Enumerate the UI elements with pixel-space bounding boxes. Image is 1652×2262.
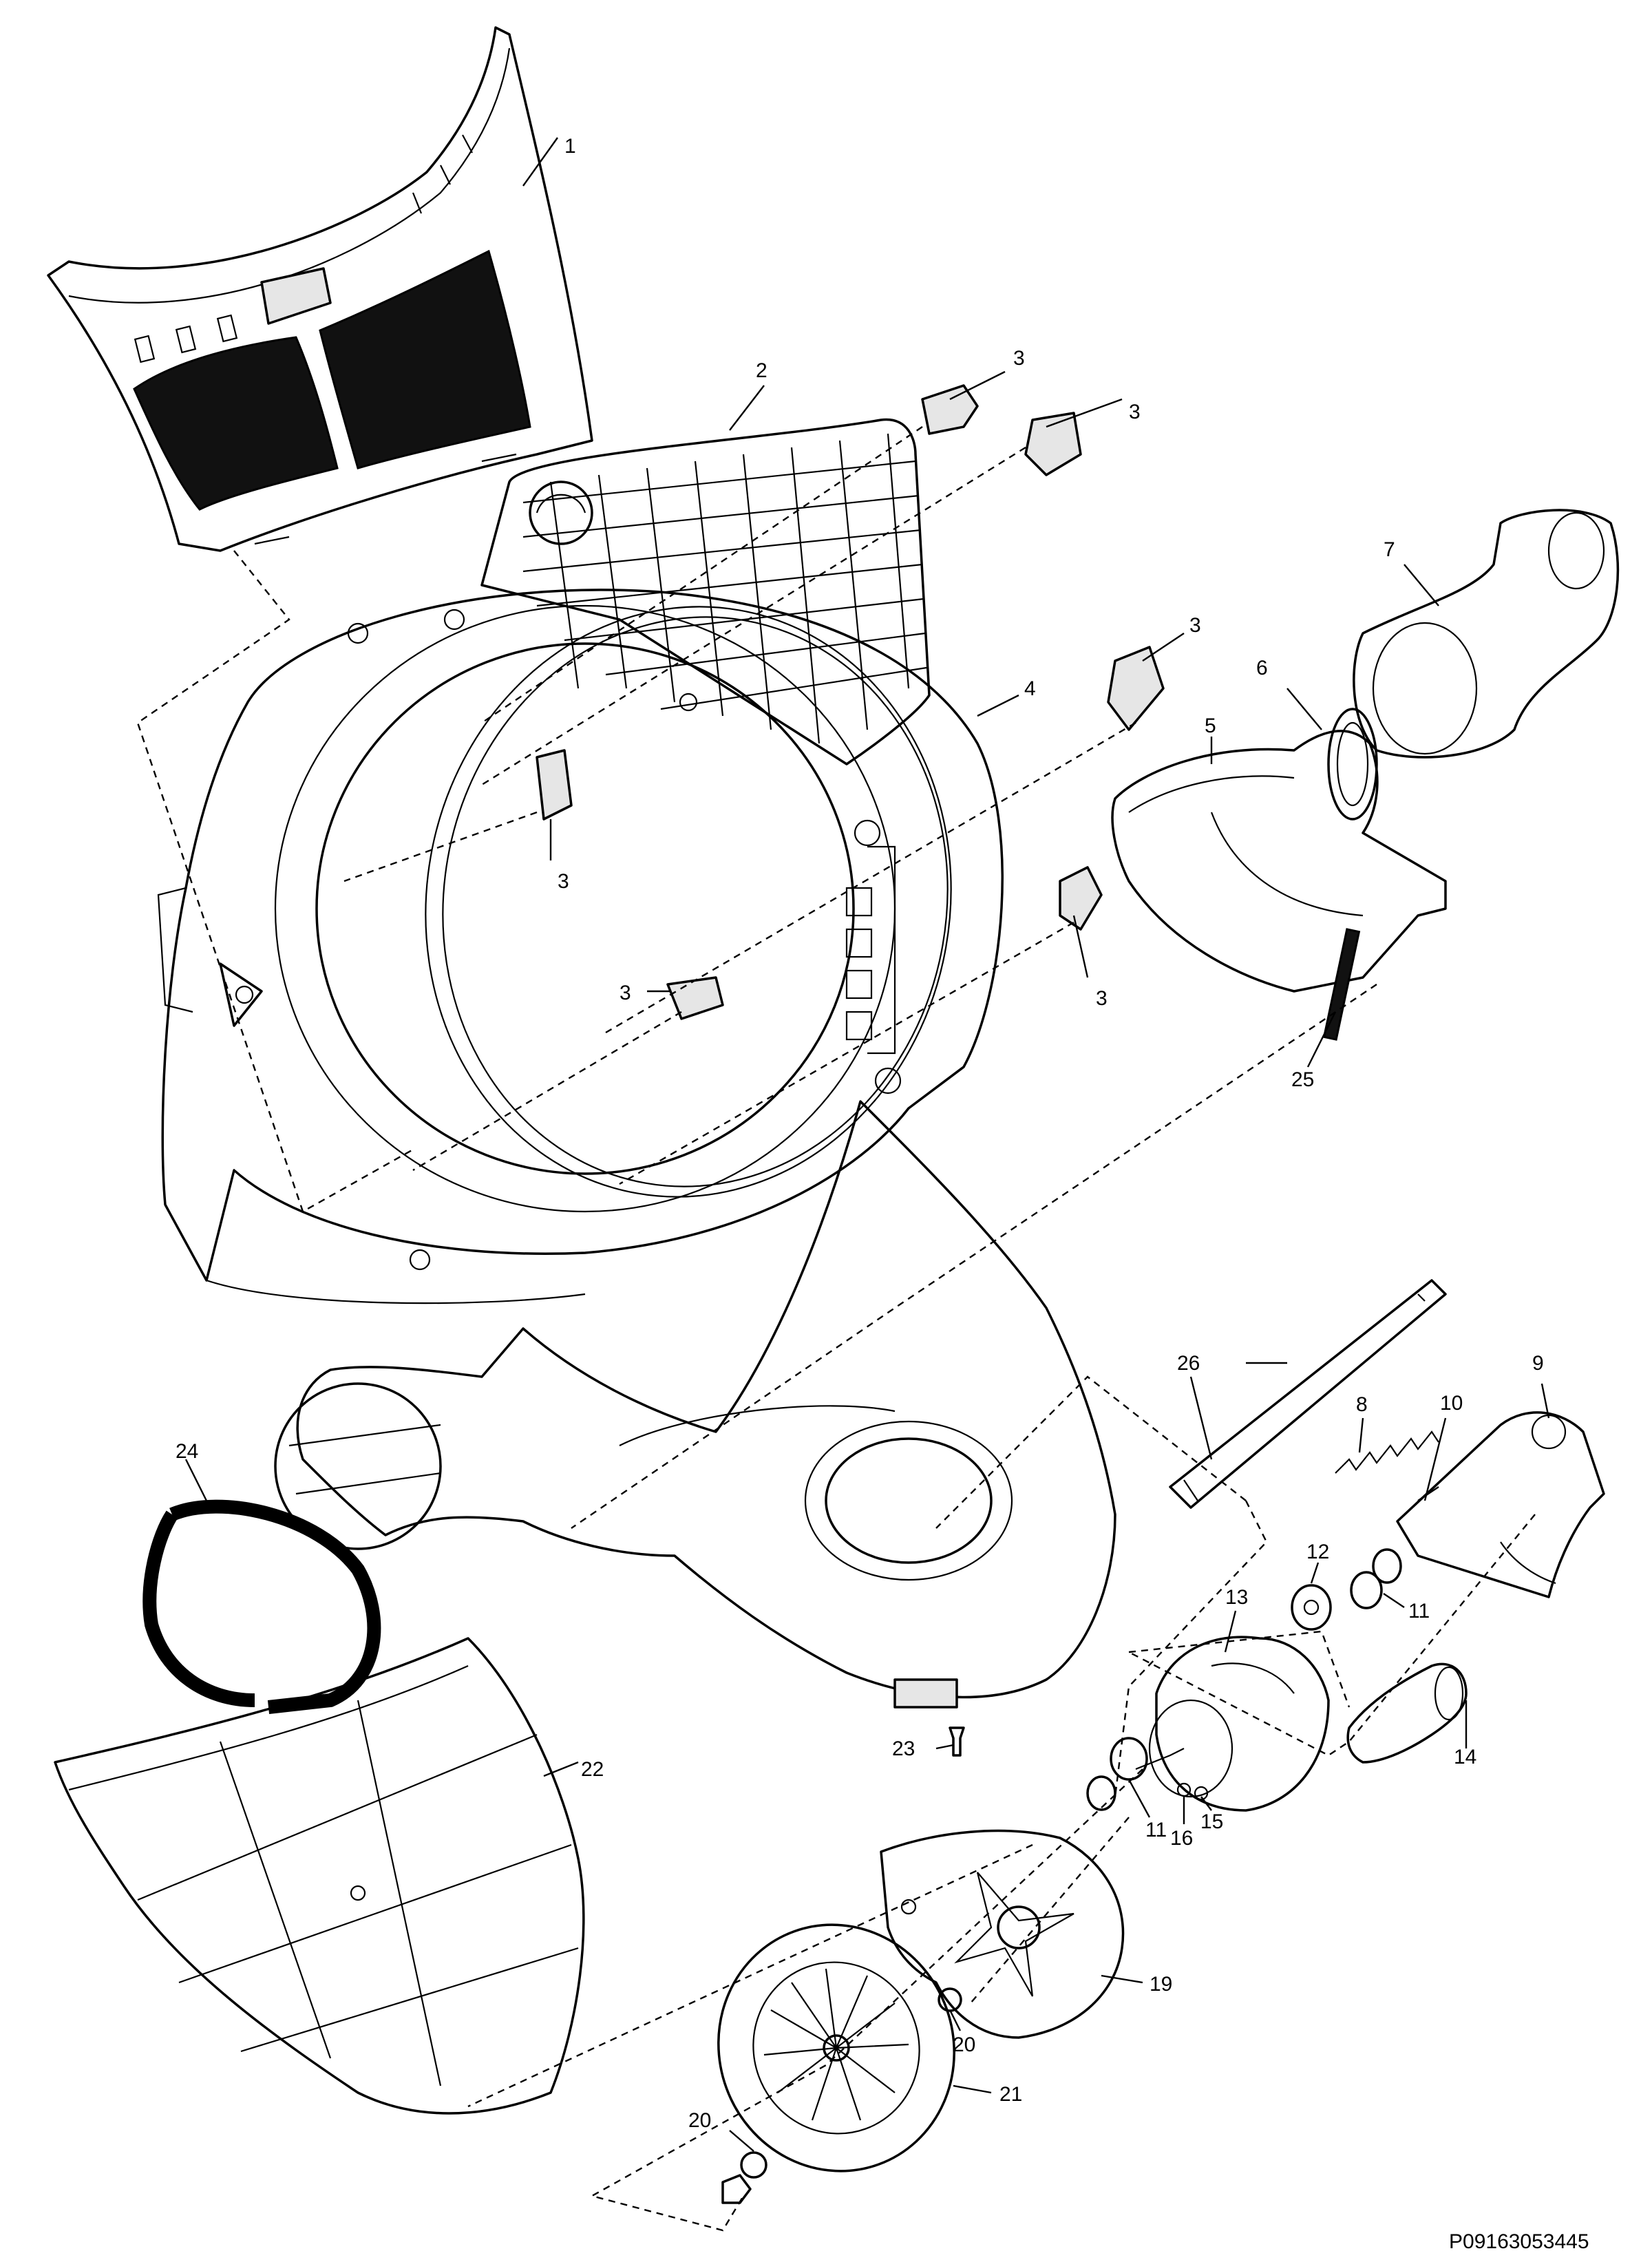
assembly-dashed-lines	[136, 426, 1536, 2232]
callout-14: 14	[1454, 1746, 1476, 1768]
callout-3f: 3	[620, 982, 631, 1004]
callout-20a: 20	[953, 2033, 975, 2056]
part-2-grid-filter	[480, 418, 931, 765]
part-10-screw	[1417, 1486, 1439, 1501]
callout-1: 1	[564, 135, 576, 158]
callout-19: 19	[1150, 1973, 1172, 1996]
part-19-fan-housing	[880, 1829, 1125, 2039]
part-15-16-fasteners	[1176, 1782, 1209, 1801]
part-4-front-bearing-ring	[157, 589, 1004, 1304]
part-12-bushing	[1291, 1584, 1332, 1631]
part-26-bracket-strip	[1169, 1279, 1447, 1509]
callout-24: 24	[176, 1440, 198, 1463]
callout-13: 13	[1225, 1586, 1248, 1609]
callout-22: 22	[581, 1758, 604, 1781]
callout-6: 6	[1256, 657, 1268, 679]
callout-2: 2	[756, 359, 767, 382]
callout-23: 23	[892, 1737, 915, 1760]
rear-housing	[274, 1100, 1116, 1709]
callout-10: 10	[1440, 1392, 1463, 1415]
part-21-fan-impeller	[717, 1923, 955, 2173]
callout-8: 8	[1356, 1393, 1368, 1416]
part-7-connecting-pipe	[1353, 509, 1620, 759]
part-23-screw	[949, 1726, 965, 1757]
part-22-front-grille	[54, 1637, 585, 2115]
callout-11a: 11	[1408, 1600, 1430, 1622]
callout-3e: 3	[558, 870, 569, 893]
callout-26: 26	[1177, 1352, 1200, 1375]
part-1-filter-frame	[47, 26, 593, 552]
callout-11b: 11	[1145, 1819, 1167, 1841]
callout-15: 15	[1200, 1810, 1223, 1833]
callout-3b: 3	[1129, 401, 1141, 423]
callout-16: 16	[1170, 1827, 1193, 1850]
callout-9: 9	[1532, 1352, 1544, 1375]
part-14-capacitor	[1346, 1662, 1468, 1764]
part-6-seal-ring	[1327, 708, 1378, 821]
callout-5: 5	[1205, 715, 1216, 737]
part-5-air-duct	[1111, 730, 1447, 1041]
callout-3d: 3	[1096, 987, 1108, 1010]
callout-25: 25	[1291, 1068, 1314, 1091]
part-8-spring	[1335, 1430, 1439, 1474]
drawing-code: P09163053445	[1449, 2230, 1589, 2253]
callout-4: 4	[1024, 677, 1036, 700]
callout-21: 21	[999, 2083, 1022, 2106]
part-9-motor-bracket	[1396, 1411, 1605, 1598]
leader-lines	[184, 137, 1550, 2152]
callout-3c: 3	[1189, 614, 1201, 637]
callout-3a: 3	[1013, 347, 1025, 370]
part-24-gasket-ring	[142, 1499, 381, 1714]
part-13-motor	[1135, 1636, 1330, 1812]
callout-7: 7	[1384, 538, 1395, 561]
callout-12: 12	[1306, 1541, 1329, 1563]
callout-20b: 20	[688, 2109, 711, 2132]
callout-labels: 1 2 3 3 3 3 3 3 4 5 6 7 8 9 10 11 11 12 …	[176, 135, 1544, 2132]
part-3-clips	[536, 384, 1165, 1020]
